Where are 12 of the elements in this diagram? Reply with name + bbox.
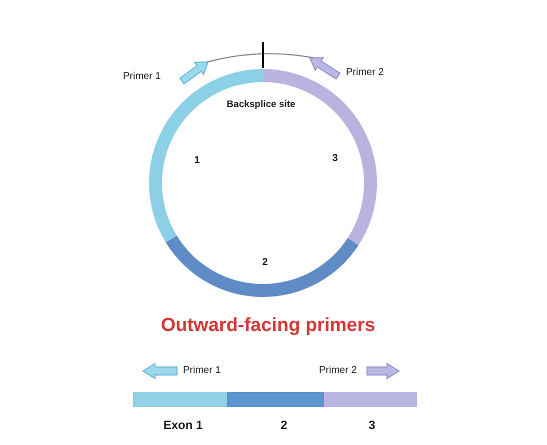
exon-label: 2 (280, 419, 288, 433)
primer-label: Primer 2 (319, 365, 357, 376)
site-label: Backsplice site (226, 100, 296, 111)
exon-label: 3 (368, 419, 376, 433)
primer-label: Primer 1 (183, 365, 221, 376)
primer-label: Primer 1 (123, 71, 161, 82)
exon-number: 1 (194, 155, 200, 166)
exon-number: 3 (332, 153, 338, 164)
figure-title: Outward-facing primers (160, 315, 376, 337)
exon-label: Exon 1 (163, 419, 203, 433)
exon-number: 2 (262, 257, 268, 268)
primer-label: Primer 2 (346, 67, 384, 78)
